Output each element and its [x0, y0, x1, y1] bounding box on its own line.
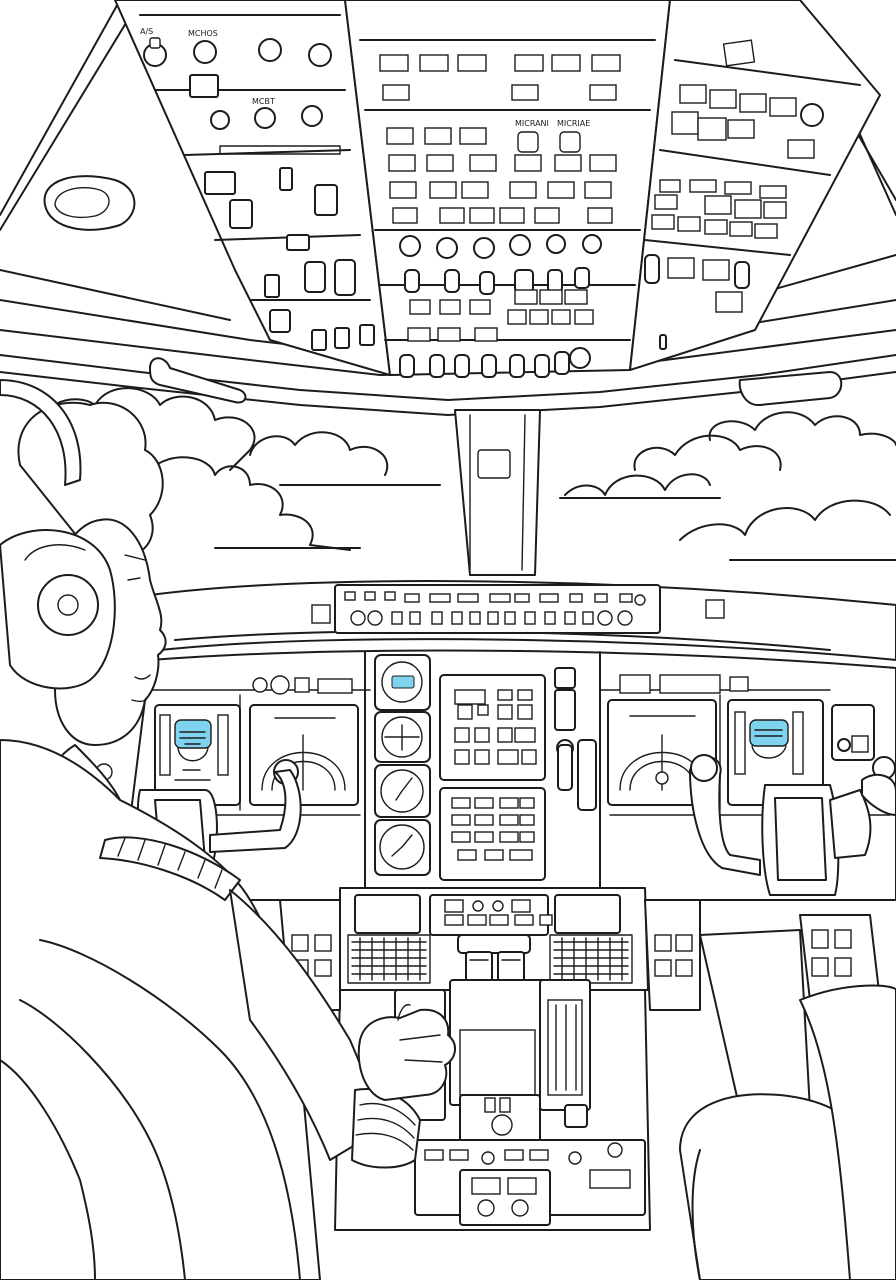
overhead-switch[interactable]	[279, 167, 293, 191]
overhead-button[interactable]	[204, 171, 236, 195]
panel-display	[317, 678, 353, 694]
standby-instruments	[374, 654, 431, 876]
overhead-switch[interactable]	[334, 259, 356, 296]
left-pfd-screen	[174, 719, 212, 749]
air-vent[interactable]	[43, 175, 136, 231]
left-navigation-display	[249, 704, 359, 806]
autopilot-controls[interactable]	[344, 591, 646, 626]
panel-knob[interactable]	[252, 675, 290, 695]
window-handle-right[interactable]	[738, 371, 843, 407]
overhead-button[interactable]	[189, 74, 219, 98]
overhead-label: MICRANI	[515, 119, 549, 128]
overhead-switch-row[interactable]	[399, 267, 594, 378]
overhead-switch[interactable]	[314, 184, 338, 216]
right-pfd-screen	[749, 719, 789, 747]
right-side-button[interactable]	[851, 735, 869, 753]
overhead-label: A/S	[140, 27, 153, 36]
pilot-hand	[357, 1008, 456, 1101]
glareshield	[149, 580, 896, 661]
overhead-knob[interactable]	[193, 40, 217, 64]
panel-button[interactable]	[729, 676, 749, 692]
right-control-yoke[interactable]	[689, 754, 896, 896]
overhead-switch[interactable]	[311, 329, 327, 351]
lower-pedestal-controls[interactable]	[414, 1094, 646, 1226]
left-primary-flight-display	[154, 704, 241, 806]
overhead-knob[interactable]	[254, 107, 276, 129]
window-handle-left[interactable]	[149, 357, 247, 404]
overhead-knob[interactable]	[258, 38, 282, 62]
overhead-switch[interactable]	[264, 274, 280, 298]
overhead-knob[interactable]	[301, 105, 323, 127]
left-cdu-keypad[interactable]	[347, 934, 431, 984]
overhead-switch[interactable]	[304, 261, 326, 293]
panel-button[interactable]	[619, 674, 651, 694]
overhead-switch[interactable]	[229, 199, 253, 229]
overhead-switch[interactable]	[334, 327, 350, 349]
overhead-right-buttons[interactable]	[644, 39, 824, 350]
right-side-knob[interactable]	[837, 738, 851, 752]
clouds	[37, 387, 896, 561]
pedestal-top-controls[interactable]	[429, 894, 553, 936]
overhead-panel: A/S MCHOS MCBT MI	[43, 0, 881, 378]
overhead-knob-row[interactable]	[399, 234, 602, 259]
overhead-knob[interactable]	[308, 43, 332, 67]
right-navigation-display	[607, 699, 717, 806]
overhead-switch[interactable]	[359, 324, 375, 346]
panel-display	[659, 674, 721, 694]
right-primary-flight-display	[727, 699, 824, 806]
pilot-figure	[0, 379, 456, 1280]
upper-engine-display	[439, 674, 546, 781]
panel-button[interactable]	[294, 677, 310, 693]
right-side-console	[644, 899, 881, 1111]
copilot-seat-back	[799, 984, 896, 1280]
overhead-knob[interactable]	[143, 37, 167, 67]
windshield-center-post	[454, 409, 541, 576]
overhead-switch[interactable]	[269, 309, 291, 333]
overhead-knob[interactable]	[210, 110, 230, 130]
overhead-button[interactable]	[286, 234, 310, 251]
standby-attitude-screen	[391, 675, 415, 689]
overhead-center-buttons[interactable]	[379, 54, 621, 224]
lower-system-display	[439, 787, 546, 881]
gear-lever-panel[interactable]	[554, 667, 597, 811]
overhead-label: MCBT	[252, 97, 275, 106]
overhead-label: MICRIAE	[557, 119, 590, 128]
overhead-label: MCHOS	[188, 29, 218, 38]
